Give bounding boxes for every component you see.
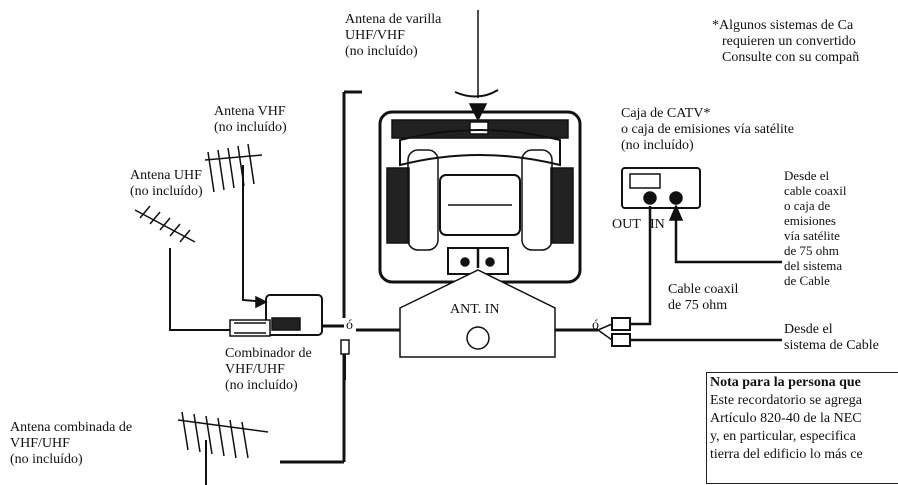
installer-note: Nota para la persona que Este recordator…: [710, 374, 898, 464]
footnote: *Algunos sistemas de Ca requieren un con…: [712, 18, 898, 66]
from-cable-system-label: Desde el sistema de Cable: [784, 322, 879, 353]
note-line: y, en particular, especifica: [710, 429, 856, 444]
or-label-right: ó: [592, 318, 599, 333]
uhf-antenna-icon: [134, 205, 232, 331]
combined-antenna-label: Antena combinada de VHF/UHF (no incluído…: [10, 420, 133, 467]
note-line: Artículo 820-40 de la NEC: [710, 411, 862, 426]
combined-antenna-icon: [177, 411, 269, 485]
ant-in-callout: [399, 269, 556, 358]
footnote-line: Consulte con su compañ: [722, 50, 860, 65]
out-label: OUT: [612, 217, 641, 232]
vhf-antenna-label: Antena VHF (no incluído): [214, 104, 287, 135]
rod-antenna-icon: [454, 10, 499, 122]
rod-antenna-label: Antena de varilla UHF/VHF (no incluído): [345, 12, 442, 59]
note-frame: [706, 372, 898, 484]
vhf-antenna-icon: [204, 143, 263, 285]
footnote-line: requieren un convertido: [722, 34, 856, 49]
tv-back-icon: [378, 110, 582, 284]
coax-plug-icon: [597, 317, 782, 347]
ant-in-label: ANT. IN: [450, 302, 500, 317]
footnote-line: *Algunos sistemas de Ca: [712, 18, 854, 33]
or-label-left: ó: [346, 318, 353, 333]
uhf-antenna-label: Antena UHF (no incluído): [130, 168, 203, 199]
from-coax-label: Desde el cable coaxil o caja de emisione…: [784, 168, 847, 288]
coax-connector-icon: [340, 339, 350, 380]
note-line: tierra del edificio lo más ce: [710, 447, 863, 462]
catv-box-label: Caja de CATV* o caja de emisiones vía sa…: [621, 106, 794, 153]
note-title: Nota para la persona que: [710, 375, 861, 390]
in-label: IN: [650, 217, 665, 232]
note-line: Este recordatorio se agrega: [710, 393, 862, 408]
coax-cable-label: Cable coaxil de 75 ohm: [668, 282, 739, 313]
catv-box-icon: [621, 167, 782, 318]
combiner-label: Combinador de VHF/UHF (no incluído): [225, 346, 312, 393]
combiner-icon: [229, 285, 323, 337]
